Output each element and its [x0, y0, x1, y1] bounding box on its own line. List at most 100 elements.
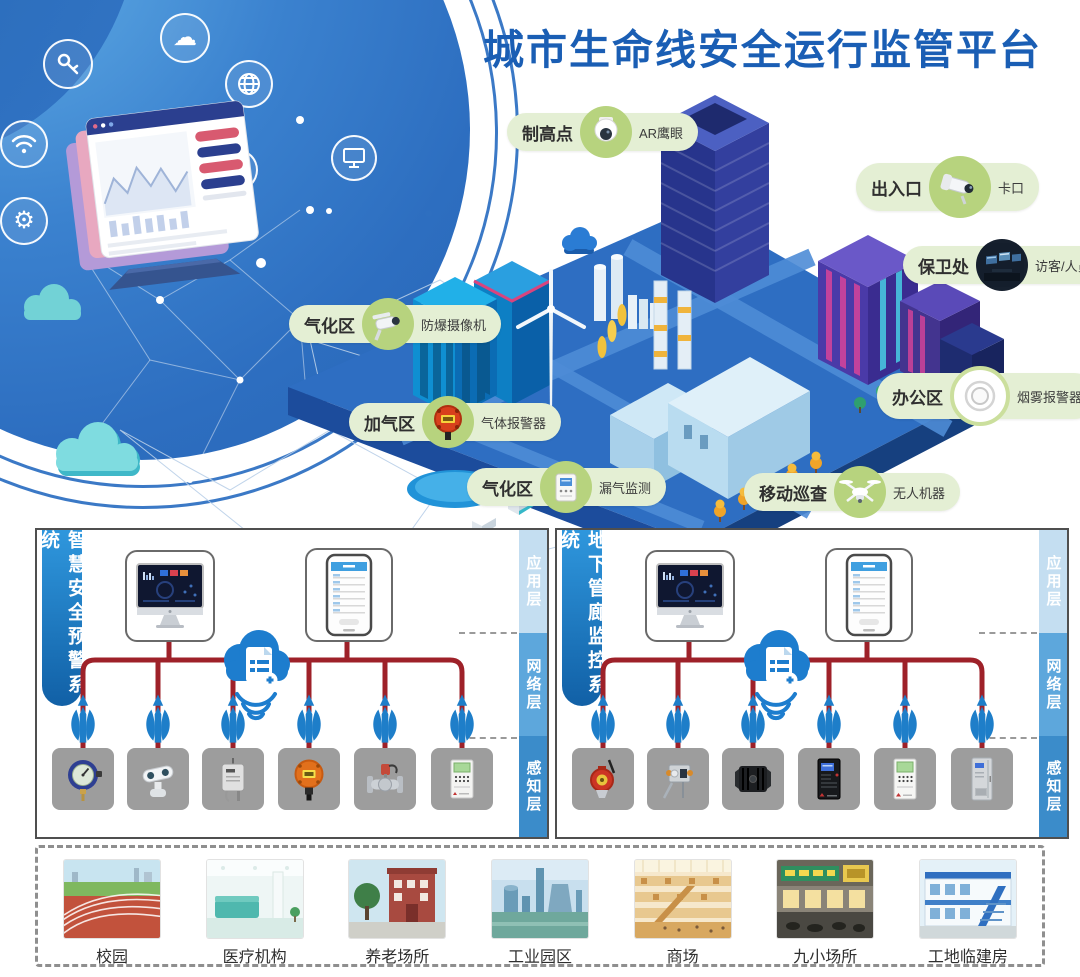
- mobile-app-panel: [825, 548, 913, 642]
- callout-gas-filling-zone: 加气区 气体报警器: [349, 396, 562, 448]
- monitoring-pc-panel: [645, 550, 735, 642]
- venue-label: 九小场所: [793, 949, 858, 966]
- antenna-icon: [141, 692, 175, 746]
- venue-site-temp-housing: 工地临建房: [919, 860, 1016, 967]
- application-venues-strip: 校园 医疗机构 养老场所 工业园区 商场: [35, 845, 1045, 967]
- cloud-icon: ☁: [160, 13, 210, 63]
- phone-app-icon: [845, 553, 893, 637]
- site-temp-housing-photo: [919, 860, 1016, 938]
- callout-entrance: 出入口 卡口: [856, 156, 1040, 218]
- key-icon: [43, 39, 93, 89]
- layer-divider-dash: [979, 737, 1037, 739]
- mini-cloud: [562, 227, 597, 254]
- layer-bar: 应用层 网络层 感知层: [1039, 530, 1067, 837]
- callout-mobile-patrol: 移动巡查 无人机器: [744, 466, 961, 518]
- bullet-camera-icon: [929, 156, 991, 218]
- callout-vantage-point: 制高点 AR鹰眼: [507, 106, 699, 158]
- decor-dot: [326, 208, 332, 214]
- venue-label: 养老场所: [365, 949, 430, 966]
- venue-elder-care: 养老场所: [349, 860, 446, 967]
- valve-icon: [354, 748, 416, 810]
- medical-photo: [206, 860, 303, 938]
- system-box-underground-corridor: 地下管廊监控系统 应用层 网络层 感知层: [555, 528, 1069, 839]
- wifi-icon: [0, 120, 48, 168]
- venue-small-premises: 九小场所: [777, 860, 874, 967]
- dome-camera-icon: [580, 106, 632, 158]
- wireless-gas-detector-icon: [572, 748, 634, 810]
- layer-divider-dash: [979, 632, 1037, 634]
- gas-alarm-icon: [422, 396, 474, 448]
- gas-detector-icon: [278, 748, 340, 810]
- imac-dashboard-icon: [135, 562, 205, 630]
- equipment-cabinet-icon: [951, 748, 1013, 810]
- page-title: 城市生命线安全运行监管平台: [483, 27, 1042, 73]
- drone-icon: [834, 466, 886, 518]
- industr​ial-park-photo: [491, 860, 588, 938]
- device-label: 防爆摄像机: [421, 317, 487, 333]
- gear-icon: ⚙: [0, 197, 48, 245]
- imac-dashboard-icon: [655, 562, 725, 630]
- venue-label: 工地临建房: [927, 949, 1008, 966]
- callout-office-zone: 办公区 烟雾报警器: [877, 366, 1080, 426]
- layer-perception: 感知层: [519, 736, 547, 837]
- antenna-icon: [368, 692, 402, 746]
- small-premises-photo: [777, 860, 874, 938]
- globe-icon: [225, 60, 273, 108]
- device-label: 漏气监测: [599, 480, 652, 496]
- antenna-icon: [661, 692, 695, 746]
- monitoring-pc-panel: [125, 550, 215, 642]
- venue-label: 校园: [95, 949, 128, 966]
- venue-medical: 医疗机构: [206, 860, 303, 967]
- layer-network: 网络层: [1039, 633, 1067, 736]
- venue-label: 医疗机构: [222, 949, 287, 966]
- explosion-proof-camera-icon: [362, 298, 414, 350]
- phone-app-icon: [325, 553, 373, 637]
- antenna-icon: [736, 692, 770, 746]
- antenna-icon: [292, 692, 326, 746]
- leak-monitor-icon: [540, 461, 592, 513]
- system-title-banner: 智慧安全预警系统: [38, 530, 86, 706]
- device-label: AR鹰眼: [639, 125, 684, 141]
- venue-label: 工业园区: [507, 949, 572, 966]
- decor-dot: [256, 258, 266, 268]
- transmitter-probe-icon: [647, 748, 709, 810]
- mobile-app-panel: [305, 548, 393, 642]
- teal-cloud-small: [24, 284, 81, 320]
- antenna-icon: [586, 692, 620, 746]
- venue-industrial-park: 工业园区: [491, 860, 588, 967]
- purple-buildings: [818, 235, 1004, 395]
- layer-divider-dash: [459, 632, 517, 634]
- mall-photo: [634, 860, 731, 938]
- decor-dot: [425, 210, 432, 217]
- system-title: 智慧安全预警系统: [38, 530, 86, 698]
- decor-dot: [296, 116, 304, 124]
- device-label: 无人机器: [893, 485, 946, 501]
- callout-gasification-zone-2: 气化区 漏气监测: [467, 461, 667, 513]
- elder-care-photo: [349, 860, 446, 938]
- antenna-icon: [216, 692, 250, 746]
- antenna-icon: [888, 692, 922, 746]
- sensor-box-icon: [202, 748, 264, 810]
- layer-application: 应用层: [1039, 530, 1067, 633]
- smoke-detector-icon: [950, 366, 1010, 426]
- antenna-icon: [66, 692, 100, 746]
- area-label: 保卫处: [918, 257, 969, 277]
- callout-gasification-zone-1: 气化区 防爆摄像机: [289, 298, 502, 350]
- device-label: 气体报警器: [481, 415, 547, 431]
- controller-icon: [722, 748, 784, 810]
- ptz-camera-icon: [127, 748, 189, 810]
- area-label: 移动巡查: [759, 484, 827, 504]
- factory: [610, 280, 810, 499]
- device-label: 烟雾报警器: [1017, 389, 1080, 405]
- area-label: 出入口: [871, 179, 922, 199]
- area-label: 办公区: [892, 388, 943, 408]
- control-cabinet-icon: [798, 748, 860, 810]
- alarm-panel-icon: [874, 748, 936, 810]
- antenna-icon: [812, 692, 846, 746]
- monitor-icon: [331, 135, 377, 181]
- area-label: 气化区: [482, 479, 533, 499]
- area-label: 制高点: [522, 124, 573, 144]
- alarm-host-icon: [431, 748, 493, 810]
- system-box-smart-safety-warning: 智慧安全预警系统 应用层 网络层 感知层: [35, 528, 549, 839]
